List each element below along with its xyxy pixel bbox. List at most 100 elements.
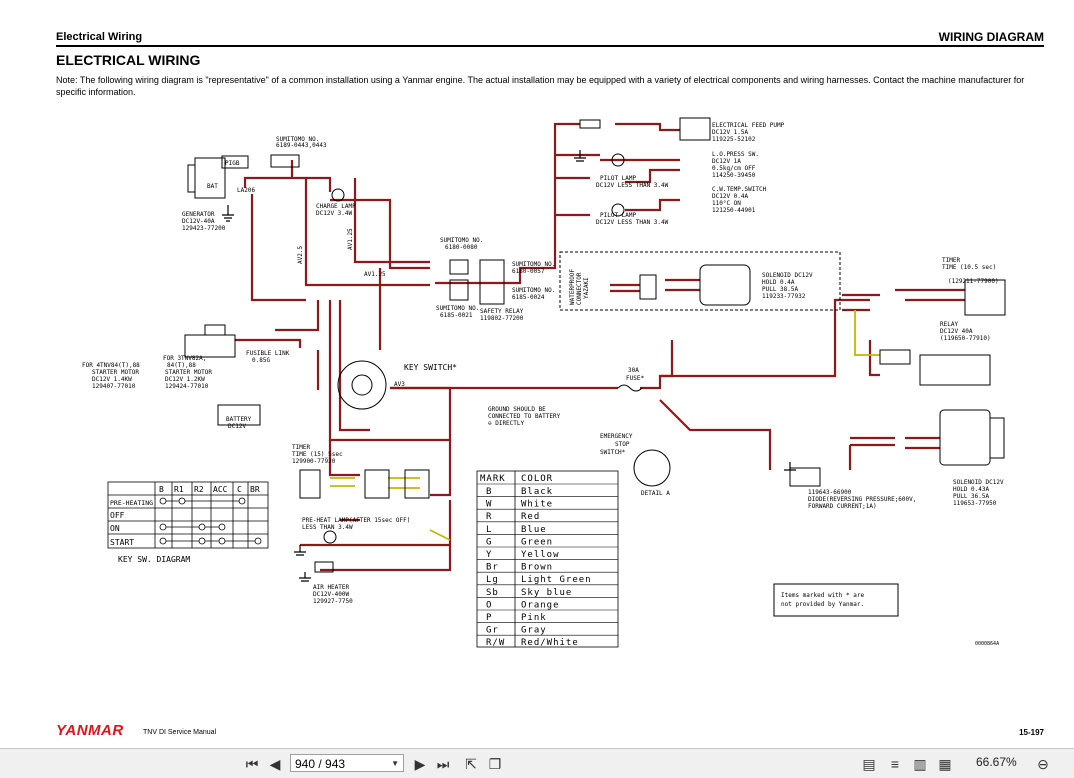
last-page-icon[interactable]: ⏭ — [436, 755, 450, 772]
footer-page-number: 15-197 — [1019, 728, 1044, 737]
waterproof-label-2: CONNECTOR — [576, 272, 583, 305]
color-table-mark: Y — [486, 550, 492, 560]
export-page-icon[interactable]: ⇱ — [465, 755, 477, 772]
pilot-lamp1-label: PILOT LAMP — [600, 175, 637, 182]
key-table-header-r2: R2 — [194, 485, 204, 494]
wire-label-av125: AV1.25 — [364, 271, 386, 278]
color-table-mark: Br — [486, 563, 499, 573]
diode-part: 119643-66900 — [808, 489, 852, 496]
single-page-view-icon[interactable]: ▤ — [862, 755, 876, 772]
color-table-color: Brown — [521, 563, 553, 573]
thumbnail-view-icon[interactable]: ▦ — [938, 755, 952, 772]
color-table-color: Red/White — [521, 638, 579, 648]
sumitomo-mid2-line2: 6185-0021 — [440, 312, 473, 319]
solenoid-right-part: 119653-77950 — [953, 500, 997, 507]
feed-pump-part: 119225-52102 — [712, 136, 756, 143]
copy-page-icon[interactable]: ❐ — [488, 755, 502, 772]
key-switch-label: KEY SWITCH* — [404, 363, 457, 372]
emergency-line3: SWITCH* — [600, 449, 626, 456]
zoom-out-icon[interactable]: ⊖ — [1037, 755, 1049, 772]
waterproof-label-1: WATERPROOF — [569, 268, 576, 305]
color-table-color: White — [521, 500, 553, 510]
timer-right-time: TIME (10.5 sec) — [942, 264, 996, 271]
page-number-input[interactable]: 940 / 943 ▼ — [290, 754, 404, 772]
cw-temp-label: C.W.TEMP.SWITCH — [712, 186, 767, 193]
key-table-row-preheating: PRE-HEATING — [110, 499, 153, 507]
lo-press-rating: DC12V 1A — [712, 158, 741, 165]
timer-left-time: TIME (15)_5sec — [292, 451, 343, 458]
solenoid-mid-part: 119233-77932 — [762, 293, 806, 300]
key-table-row-on: ON — [110, 524, 120, 533]
key-table-header-acc: ACC — [213, 485, 228, 494]
wire-label-av125b: AV1.25 — [347, 228, 354, 250]
color-table-mark: O — [486, 600, 492, 610]
color-table-header-mark: MARK — [480, 474, 506, 484]
key-table-header-c: C — [237, 485, 242, 494]
key-table-header-r1: R1 — [174, 485, 184, 494]
solenoid-right-hold: HOLD 0.43A — [953, 486, 990, 493]
waterproof-label-3: YAZAKI — [583, 277, 590, 299]
color-table-mark: P — [486, 613, 492, 623]
color-table-color: Light Green — [521, 575, 592, 585]
chevron-down-icon[interactable]: ▼ — [391, 759, 399, 768]
generator-connector-label: PIGB — [225, 160, 240, 167]
fuse-30a-star: FUSE* — [626, 375, 644, 382]
battery-label: BATTERY — [226, 416, 252, 423]
starter-line2: STARTER MOTOR — [92, 369, 139, 376]
color-table-mark: Sb — [486, 588, 499, 598]
zoom-level[interactable]: 66.67% — [976, 755, 1017, 769]
detail-a-label: DETAIL A — [641, 490, 670, 497]
preheat-lamp-label: PRE-HEAT LAMP(AFTER 15sec OFF) — [302, 517, 410, 524]
key-table-caption: KEY SW. DIAGRAM — [118, 555, 190, 564]
starter-line3: DC12V 1.4KW — [92, 376, 132, 383]
page-note: Note: The following wiring diagram is "r… — [56, 75, 1025, 97]
color-table-mark: W — [486, 500, 492, 510]
generator-part: 129423-77200 — [182, 225, 226, 232]
sumitomo-top-line2: 6189-0443,0443 — [276, 142, 327, 149]
generator-name: GENERATOR — [182, 211, 215, 218]
air-heater-label: AIR HEATER — [313, 584, 350, 591]
header-section-title: Electrical Wiring — [56, 31, 143, 43]
color-table-mark: R — [486, 512, 492, 522]
key-table-row-off: OFF — [110, 511, 125, 520]
items-note-line2: not provided by Yanmar. — [781, 601, 864, 608]
generator-bat-label: BAT — [207, 183, 218, 190]
facing-pages-icon[interactable]: ▥ — [913, 755, 927, 772]
starter2-line2: 84(T),88 — [167, 362, 196, 369]
color-table-mark: Gr — [486, 626, 499, 636]
starter2-line1: FOR 3TNV82A, — [163, 355, 206, 362]
cw-temp-threshold: 110°C ON — [712, 200, 741, 207]
solenoid-mid-label: SOLENOID DC12V — [762, 272, 813, 279]
pilot-lamp2-rating: DC12V LESS THAN 3.4W — [596, 219, 669, 226]
color-table-mark: Lg — [486, 575, 499, 585]
key-table-row-start: START — [110, 538, 134, 547]
starter2-line3: STARTER MOTOR — [165, 369, 212, 376]
viewer-toolbar: ⏮ ◀ 940 / 943 ▼ ▶ ⏭ ⇱ ❐ ▤ ≡ ▥ ▦ 66.67% ⊖ — [0, 748, 1074, 778]
continuous-view-icon[interactable]: ≡ — [890, 756, 900, 772]
first-page-icon[interactable]: ⏮ — [245, 755, 259, 772]
key-table-header-b: B — [159, 485, 164, 494]
ground-note-line3: ⊖ DIRECTLY — [488, 420, 525, 427]
fusible-link-rating: 0.85G — [252, 357, 270, 364]
safety-relay-part: 119802-77200 — [480, 315, 524, 322]
feed-pump-rating: DC12V 1.5A — [712, 129, 749, 136]
solenoid-right-pull: PULL 36.5A — [953, 493, 990, 500]
sumitomo-mid4-line1: SUMITOMO NO. — [512, 287, 555, 294]
preheat-lamp-rating: LESS THAN 3.4W — [302, 524, 353, 531]
header-chapter-title: WIRING DIAGRAM — [938, 30, 1044, 44]
next-page-icon[interactable]: ▶ — [414, 755, 426, 772]
key-table-header-br: BR — [250, 485, 260, 494]
sumitomo-top-line1: SUMITOMO NO. — [276, 136, 319, 143]
previous-page-icon[interactable]: ◀ — [269, 755, 281, 772]
lo-press-threshold: 0.5kg/cm OFF — [712, 165, 756, 172]
wiring-diagram: PIGB BAT LA206 GENERATOR DC12V-40A 12942… — [82, 117, 1006, 648]
fuse-30a-label: 30A — [628, 367, 639, 374]
starter2-line5: 129424-77010 — [165, 383, 209, 390]
generator-rating: DC12V-40A — [182, 218, 215, 225]
sumitomo-mid4-line2: 6185-0024 — [512, 294, 545, 301]
color-table-color: Red — [521, 512, 540, 522]
diode-spec-1: DIODE(REVERSING PRESSURE;600V, — [808, 496, 916, 503]
color-table-color: Blue — [521, 525, 547, 535]
color-table-mark: L — [486, 525, 492, 535]
pilot-lamp1-rating: DC12V LESS THAN 3.4W — [596, 182, 669, 189]
